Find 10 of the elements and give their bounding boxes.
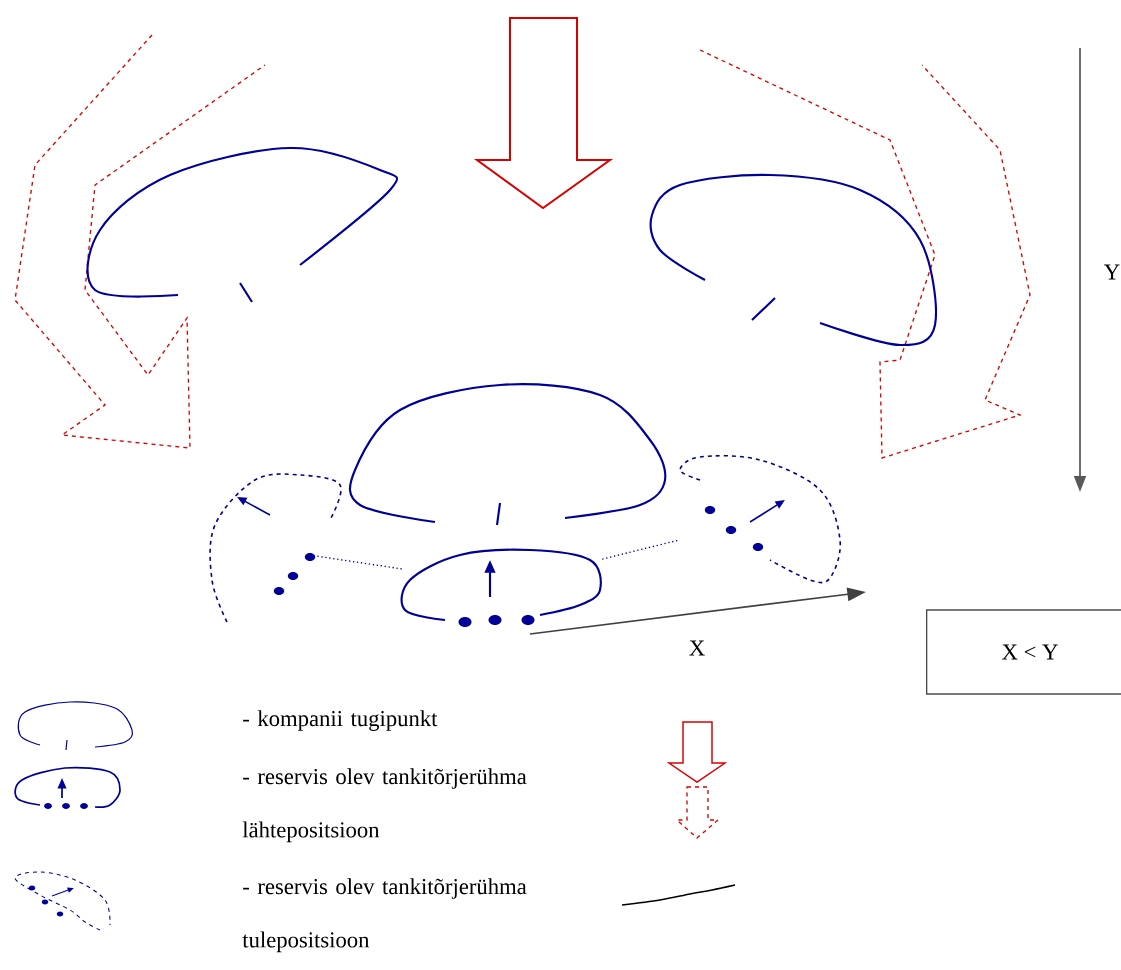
- ratio-box: X < Y: [926, 609, 1121, 695]
- axis-label: X: [689, 640, 705, 656]
- axis-label: Y: [1104, 264, 1120, 280]
- legend-text: - reservis olev tankitõrjerühma tulepositsioon: [242, 878, 527, 953]
- dotted-route: [601, 539, 678, 560]
- reserve-position-symbol: [400, 548, 602, 627]
- legend-text: - reservis olev tankitõrjerühma lähtepositsioon: [242, 768, 527, 843]
- fire-position-symbol: [679, 454, 842, 584]
- legend-text: - kompanii tugipunkt: [243, 710, 438, 731]
- fire-position-symbol: [209, 473, 342, 623]
